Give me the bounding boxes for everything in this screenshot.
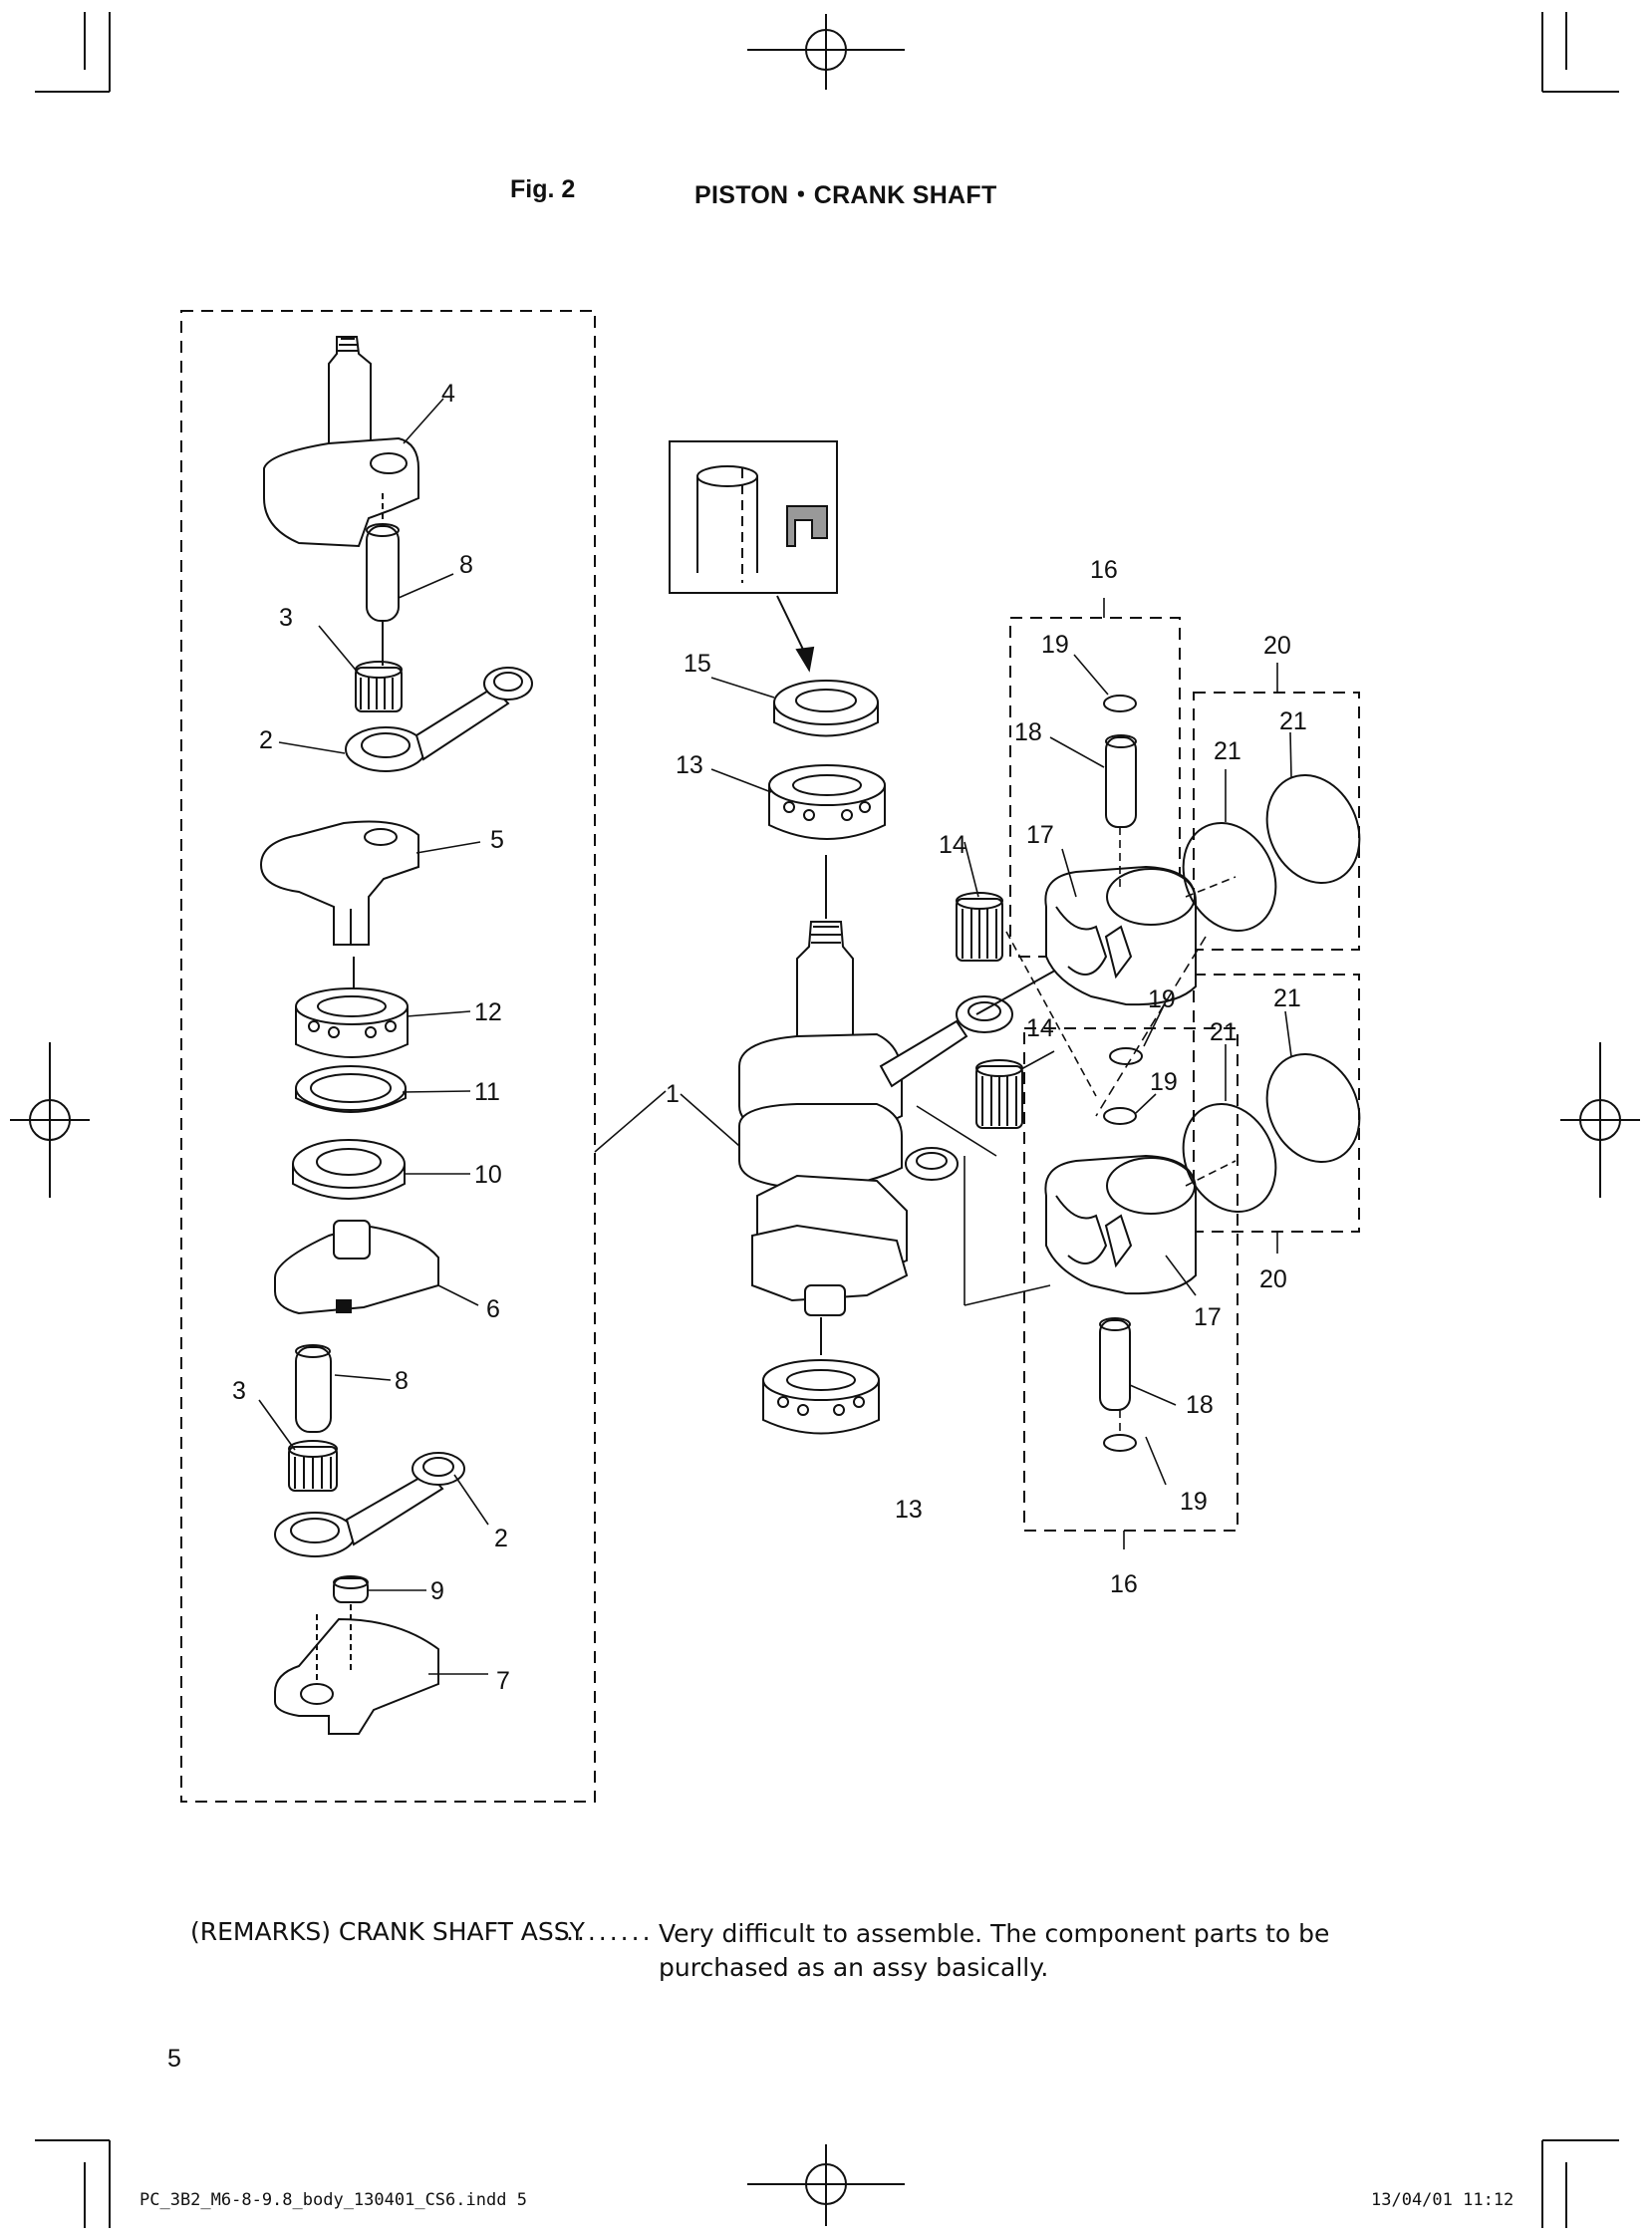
remarks-line-2: purchased as an assy basically. <box>659 1953 1049 1982</box>
oil-seal-10 <box>292 1139 406 1200</box>
ball-bearing-12 <box>295 987 409 1058</box>
callout-4: 4 <box>441 380 455 408</box>
callout-16-lower: 16 <box>1110 1570 1138 1598</box>
figure-title: PISTON・CRANK SHAFT <box>694 181 997 209</box>
remarks-text: Very difficult to assemble. The componen… <box>659 1917 1356 1985</box>
registration-mark-right <box>1560 1042 1640 1198</box>
leader-lines <box>258 398 1292 1675</box>
callout-5: 5 <box>490 826 504 854</box>
callout-16-upper: 16 <box>1090 556 1118 584</box>
callout-18-lower: 18 <box>1186 1391 1214 1419</box>
crop-marks <box>35 12 1619 2228</box>
needle-bearing-3-upper <box>355 661 403 712</box>
piston-17-lower <box>1044 1154 1197 1295</box>
callout-12: 12 <box>474 998 502 1026</box>
crankshaft-1 <box>738 921 1063 1316</box>
figure-label: Fig. 2 <box>510 175 576 203</box>
callout-20-upper: 20 <box>1263 632 1291 660</box>
remarks-line-1: Very difficult to assemble. The componen… <box>659 1919 1330 1948</box>
callout-14-upper: 14 <box>939 831 966 859</box>
callout-1: 1 <box>666 1080 680 1108</box>
oil-seal-15 <box>773 680 879 737</box>
callout-17-lower: 17 <box>1194 1303 1222 1331</box>
needle-bearing-3-lower <box>288 1440 338 1492</box>
page-number: 5 <box>167 2045 181 2073</box>
piston-group-box-upper <box>1009 617 1181 958</box>
needle-bearing-14-lower <box>975 1059 1023 1129</box>
ball-bearing-13-upper <box>768 764 886 840</box>
piston-ring-21-c <box>1182 1102 1277 1214</box>
circlip-19-b <box>1109 1047 1143 1065</box>
callout-6: 6 <box>486 1295 500 1323</box>
piston-pin-18-upper <box>1105 734 1137 828</box>
ring-set-box-upper <box>1193 692 1360 951</box>
needle-bearing-14-upper <box>956 892 1003 962</box>
connecting-rod-2-lower <box>274 1452 465 1557</box>
circlip-19-d <box>1103 1434 1137 1452</box>
callout-9: 9 <box>430 1577 444 1605</box>
callout-17-upper: 17 <box>1026 821 1054 849</box>
callout-3-upper: 3 <box>279 604 293 632</box>
circlip-19-c <box>1103 1107 1137 1125</box>
callout-10: 10 <box>474 1161 502 1189</box>
callout-21-d: 21 <box>1273 984 1301 1012</box>
callout-7: 7 <box>496 1667 510 1695</box>
footer-timestamp: 13/04/01 11:12 <box>1371 2190 1514 2210</box>
pin-9 <box>333 1575 369 1603</box>
callout-19-b: 19 <box>1148 985 1176 1013</box>
callout-13-upper: 13 <box>676 751 703 779</box>
callout-15: 15 <box>684 650 711 678</box>
piston-pin-18-lower <box>1099 1317 1131 1411</box>
callout-20-lower: 20 <box>1259 1265 1287 1293</box>
callout-2-upper: 2 <box>259 726 273 754</box>
registration-mark-left <box>10 1042 90 1198</box>
assembly-guide-lines <box>916 827 1237 1435</box>
registration-mark-bottom <box>747 2144 905 2226</box>
piston-17-upper <box>1044 865 1197 1006</box>
callout-21-c: 21 <box>1210 1018 1238 1046</box>
oil-seal-detail-inset <box>669 440 838 673</box>
callout-14-lower: 14 <box>1026 1014 1054 1042</box>
callout-19-c: 19 <box>1150 1068 1178 1096</box>
callout-2-lower: 2 <box>494 1525 508 1552</box>
crank-pin-8-lower <box>295 1344 332 1433</box>
callout-8-lower: 8 <box>395 1367 409 1395</box>
remarks-label: (REMARKS) CRANK SHAFT ASSY <box>190 1917 585 1946</box>
remarks-leader-dots: ......... <box>555 1917 654 1946</box>
callout-19-a: 19 <box>1041 631 1069 659</box>
crank-web-7 <box>274 1604 439 1735</box>
crank-web-4 <box>263 336 419 548</box>
ring-set-box-lower <box>1193 974 1360 1233</box>
piston-ring-21-b <box>1265 773 1361 885</box>
crank-web-6 <box>274 1220 439 1315</box>
piston-group-box-lower <box>1023 1027 1239 1532</box>
connecting-rod-2-upper <box>345 667 533 772</box>
crank-shaft-assy-box <box>180 310 596 1803</box>
callout-19-d: 19 <box>1180 1488 1208 1516</box>
callout-21-b: 21 <box>1279 707 1307 735</box>
registration-mark-top <box>747 14 905 90</box>
washer-11 <box>295 1065 407 1113</box>
callout-18-upper: 18 <box>1014 718 1042 746</box>
callout-3-lower: 3 <box>232 1377 246 1405</box>
callout-13-lower: 13 <box>895 1496 923 1524</box>
footer-filename: PC_3B2_M6-8-9.8_body_130401_CS6.indd 5 <box>139 2190 527 2210</box>
callout-8-upper: 8 <box>459 551 473 579</box>
ball-bearing-13-lower <box>762 1359 880 1435</box>
callout-11: 11 <box>474 1078 500 1106</box>
crank-web-5 <box>259 820 419 946</box>
callout-21-a: 21 <box>1214 737 1241 765</box>
circlip-19-a <box>1103 695 1137 712</box>
piston-ring-21-d <box>1265 1052 1361 1164</box>
